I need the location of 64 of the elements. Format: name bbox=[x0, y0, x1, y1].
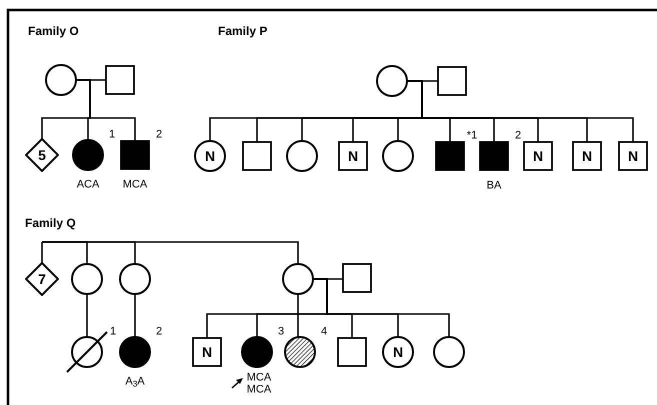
pedigree-line bbox=[134, 294, 136, 337]
female-circle bbox=[382, 336, 414, 368]
family-title: Family Q bbox=[25, 215, 76, 232]
symbol-label: N bbox=[582, 149, 592, 163]
female-circle bbox=[45, 64, 77, 96]
pedigree-line bbox=[86, 294, 88, 337]
pedigree-line bbox=[41, 241, 43, 263]
symbol-label: N bbox=[392, 345, 404, 359]
filled-female-circle bbox=[119, 336, 151, 368]
male-square bbox=[572, 141, 602, 171]
pedigree-line bbox=[42, 241, 299, 264]
male-square bbox=[105, 65, 135, 95]
male-square bbox=[437, 66, 467, 96]
phenotype-label: MCA bbox=[122, 180, 148, 190]
female-circle bbox=[119, 263, 151, 295]
individual-number: 1 bbox=[110, 326, 116, 338]
male-square bbox=[523, 141, 553, 171]
individual-number: 1 bbox=[108, 130, 116, 140]
female-circle bbox=[71, 263, 103, 295]
filled-male-square bbox=[120, 140, 150, 170]
family-title: Family P bbox=[218, 23, 268, 40]
symbol-label: N bbox=[532, 149, 544, 163]
phenotype-label: A$_{3}$A bbox=[125, 376, 145, 388]
pedigree-line bbox=[407, 80, 634, 142]
filled-female-circle bbox=[241, 336, 273, 368]
phenotype-label: MCA bbox=[246, 372, 272, 384]
symbol-label: N bbox=[348, 149, 358, 163]
female-circle bbox=[376, 65, 408, 97]
individual-number: 2 bbox=[156, 130, 162, 140]
female-circle bbox=[194, 140, 226, 172]
diamond-symbol bbox=[25, 138, 59, 172]
individual-number: 4 bbox=[320, 326, 328, 338]
individual-number: *1 bbox=[466, 130, 478, 142]
phenotype-label: MCA bbox=[246, 384, 272, 396]
individual-number: 3 bbox=[278, 326, 284, 338]
female-circle bbox=[382, 140, 414, 172]
filled-male-square bbox=[479, 141, 509, 171]
male-square bbox=[618, 141, 648, 171]
female-circle bbox=[433, 336, 465, 368]
family-title: Family O bbox=[28, 23, 79, 40]
female-circle bbox=[282, 263, 314, 295]
pedigree-line bbox=[76, 79, 136, 141]
male-square bbox=[242, 141, 272, 171]
individual-number: 2 bbox=[156, 326, 162, 338]
symbol-label: 5 bbox=[38, 148, 46, 162]
symbol-label: N bbox=[204, 149, 216, 163]
phenotype-label: ACA bbox=[76, 180, 100, 190]
hatched-female-circle bbox=[284, 336, 316, 368]
individual-number: 2 bbox=[514, 130, 522, 142]
pedigree-line bbox=[297, 294, 299, 337]
male-square bbox=[338, 141, 368, 171]
male-square bbox=[192, 337, 222, 367]
filled-male-square bbox=[435, 141, 465, 171]
female-circle bbox=[286, 140, 318, 172]
symbol-label: N bbox=[202, 345, 212, 359]
phenotype-label: BA bbox=[486, 180, 502, 192]
symbol-label: N bbox=[628, 149, 638, 163]
diamond-symbol bbox=[25, 262, 59, 296]
male-square bbox=[342, 263, 372, 293]
male-square bbox=[337, 337, 367, 367]
crossed-female-circle bbox=[65, 330, 109, 374]
pedigree-line bbox=[313, 278, 450, 337]
symbol-label: 7 bbox=[38, 272, 46, 286]
filled-female-circle bbox=[72, 139, 104, 171]
